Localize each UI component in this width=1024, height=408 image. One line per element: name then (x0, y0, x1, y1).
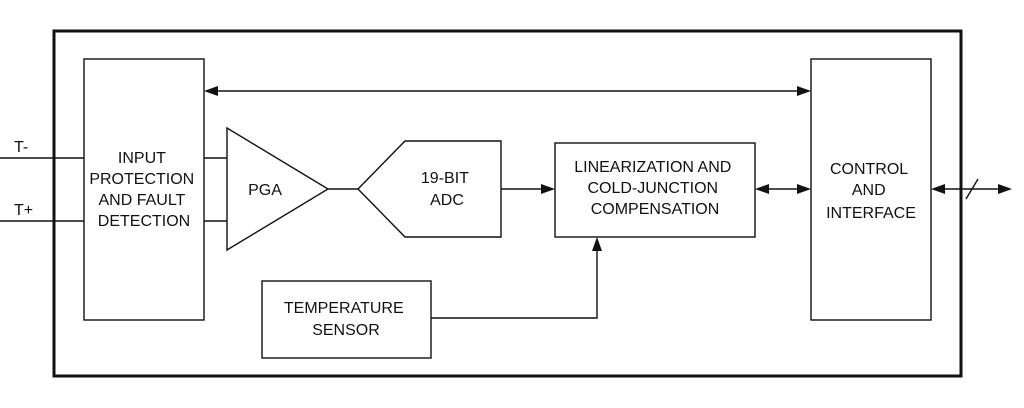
adc-label: 19-BIT ADC (421, 170, 473, 209)
pga-label: PGA (248, 182, 282, 199)
bus-slash-mark (965, 178, 979, 200)
linearization-control-arrowhead-right (797, 184, 811, 194)
temperature-sensor-label: TEMPERATURE SENSOR (284, 300, 408, 339)
temperature-sensor-block (261, 280, 432, 359)
t-minus-label: T- (14, 139, 28, 156)
adc-to-linearization-arrowhead (541, 184, 555, 194)
linearization-block (554, 142, 756, 238)
linearization-control-arrowhead-left (755, 184, 769, 194)
t-plus-label: T+ (14, 202, 33, 219)
fault-bus-arrowhead-right (797, 86, 811, 96)
control-interface-block (810, 58, 932, 321)
control-interface-label: CONTROL AND INTERFACE (826, 161, 916, 222)
sensor-to-linearization-wire (431, 251, 598, 319)
linearization-label: LINEARIZATION AND COLD-JUNCTION COMPENSA… (574, 159, 736, 218)
serial-interface-arrowhead-right (998, 184, 1012, 194)
sensor-to-linearization-arrowhead (592, 237, 602, 251)
input-protection-label: INPUT PROTECTION AND FAULT DETECTION (89, 150, 198, 230)
serial-interface-arrowhead-left (931, 184, 945, 194)
adc-block (357, 140, 502, 238)
chip-boundary (52, 29, 963, 378)
input-protection-block (83, 58, 205, 321)
pga-block (226, 126, 330, 252)
fault-bus-arrowhead-left (204, 86, 218, 96)
